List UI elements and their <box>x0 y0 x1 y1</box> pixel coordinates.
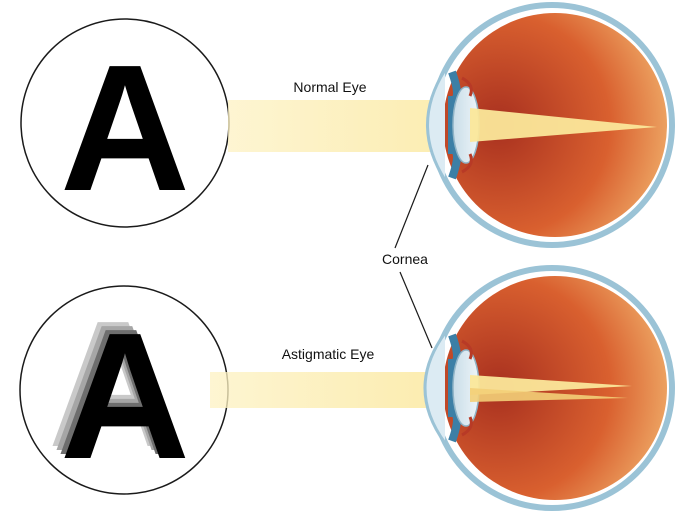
normal-eye-group: A Normal Eye <box>20 2 675 248</box>
sharp-letter-a: A <box>60 28 190 229</box>
astigmatic-eye-group: A A A A Astigmatic Eye <box>19 265 675 511</box>
normal-eye-label: Normal Eye <box>293 79 366 95</box>
normal-eyeball <box>426 2 675 248</box>
cornea-leader-bottom <box>399 271 433 349</box>
astigmatic-eye-label: Astigmatic Eye <box>282 346 375 362</box>
blurred-letter-a: A <box>60 296 190 497</box>
cornea-label: Cornea <box>382 251 428 267</box>
ghost-letter-a: A <box>48 284 178 485</box>
cornea-leader-top <box>394 164 429 249</box>
blurred-vision-chart: A A A A <box>19 284 229 497</box>
ghost-letter-a: A <box>52 288 182 489</box>
cornea-callout: Cornea <box>382 164 433 349</box>
ghost-letter-a: A <box>56 292 186 493</box>
astigmatic-eyeball <box>423 265 675 511</box>
normal-vision-chart: A <box>20 18 230 229</box>
